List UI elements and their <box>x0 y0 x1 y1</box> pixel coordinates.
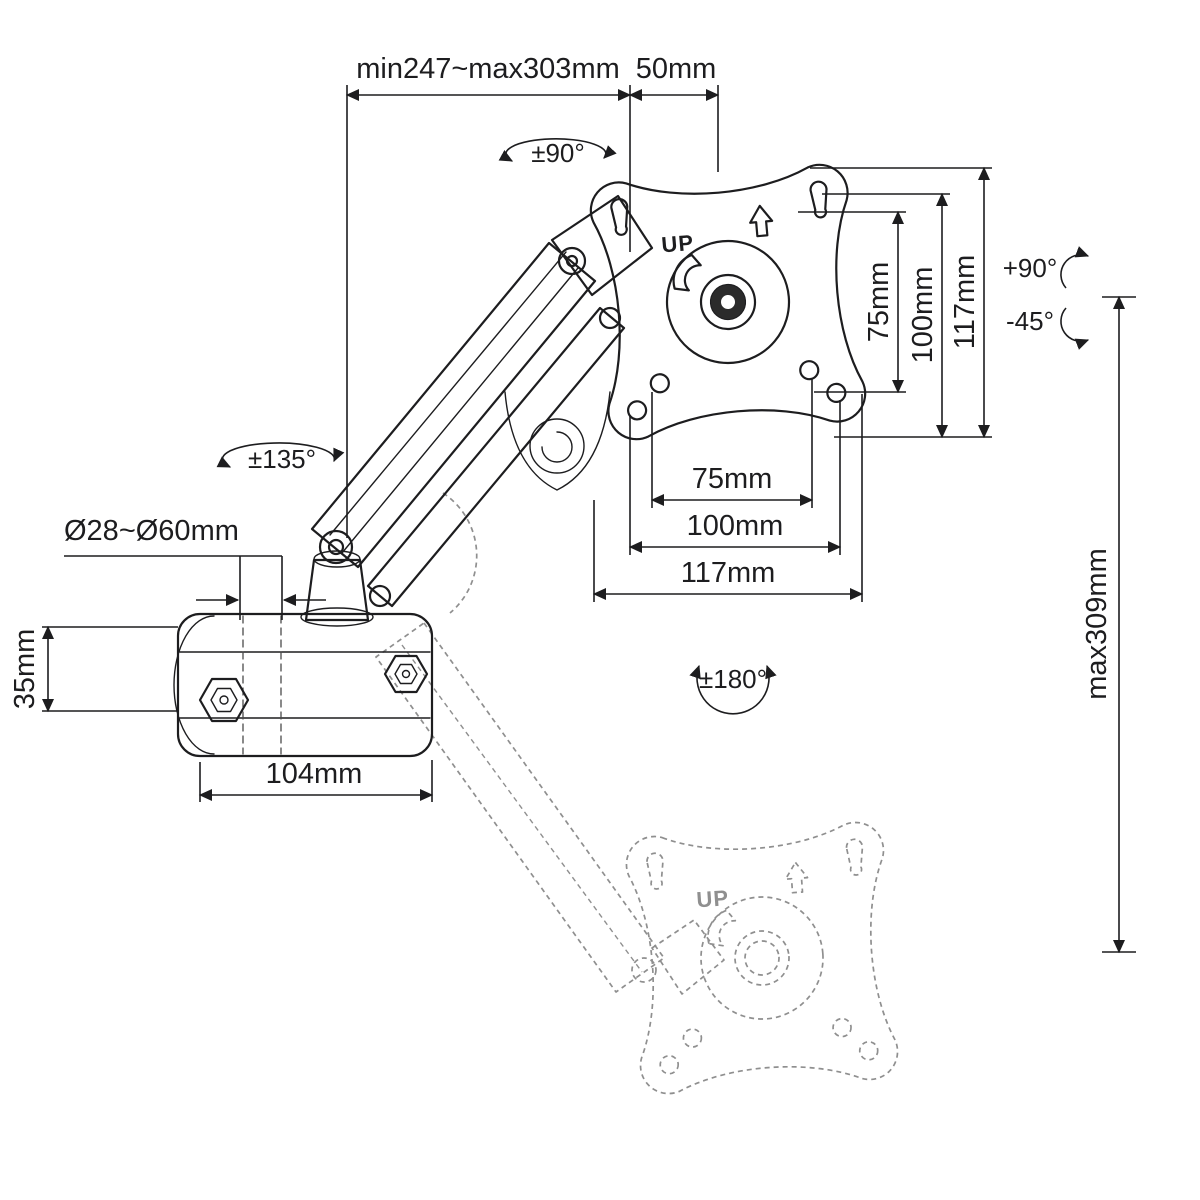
tension-hook-icon <box>541 431 573 463</box>
plate-pivot-arrow <box>498 138 617 162</box>
arm-inner-line-1 <box>329 251 567 536</box>
dim-vesa-v100-label: 100mm <box>907 267 939 364</box>
dim-plate-v117-label: 117mm <box>949 255 981 350</box>
clamp-bolt-right <box>383 654 429 694</box>
ghost-arm-inner-line <box>401 644 643 973</box>
clamp-left-cap <box>173 615 215 755</box>
clamp-top-collar <box>300 607 374 627</box>
pivot-post-cap <box>313 550 361 568</box>
pivot-post <box>304 558 370 622</box>
ghost-plate-bracket <box>651 919 725 995</box>
angle-plate-pivot-label: ±90° <box>531 138 585 168</box>
angle-arm-swivel-label: ±135° <box>248 444 316 474</box>
tilt-down-arrow <box>1060 307 1090 350</box>
clamp-bolt-right-inner <box>394 663 418 685</box>
clamp-body <box>176 612 434 758</box>
plate-up-label: UP <box>660 230 695 258</box>
angle-annotations: ±90° ±135° +90° -45° ±180° <box>216 138 1090 715</box>
plate-bracket <box>550 194 654 297</box>
dim-bottom-horizontal: 75mm 100mm 117mm <box>592 378 864 602</box>
clamp-bolt-left-inner <box>210 687 238 713</box>
tension-adjust-port <box>529 418 585 474</box>
ghost-vesa-plate: UP <box>625 821 900 1096</box>
ghost-up-arrow-icon <box>783 860 810 894</box>
dim-clamp-length-label: 104mm <box>266 758 363 790</box>
tilt-up-arrow <box>1060 246 1090 289</box>
dim-left: Ø28~Ø60mm 35mm 104mm <box>9 515 434 802</box>
dim-vesa-h75-label: 75mm <box>692 463 773 495</box>
vesa-plate: UP <box>589 163 868 442</box>
dim-plate-offset-label: 50mm <box>636 53 717 85</box>
arm-swivel-arrow <box>216 442 345 468</box>
arm-body <box>310 241 597 569</box>
ghost-up-label: UP <box>696 885 730 912</box>
dim-clamp-height-label: 35mm <box>9 629 41 710</box>
plate-up-arrow-icon <box>747 203 775 238</box>
arm-inner-line-2 <box>341 267 579 554</box>
angle-plate-rotation-label: ±180° <box>699 664 767 694</box>
ghost-vesa-plate-shape <box>625 821 900 1096</box>
clamp-bolt-left-pin <box>219 695 229 705</box>
upper-joint-pin <box>565 254 579 268</box>
dim-plate-h117-label: 117mm <box>681 557 776 589</box>
hub-bolt-center <box>721 295 735 309</box>
arm-pivot-pin <box>327 538 345 556</box>
dim-max-height-label: max309mm <box>1081 548 1113 700</box>
plate-rotation-arrow <box>689 664 777 715</box>
dim-max-height: max309mm <box>1081 295 1136 954</box>
pole-clamp <box>173 529 434 758</box>
ghost-arm-joint <box>631 957 657 983</box>
mount-arm <box>310 194 654 608</box>
angle-tilt-down-label: -45° <box>1006 306 1054 336</box>
arm-lower-link <box>366 306 626 608</box>
ghost-pivot-arc <box>442 492 478 614</box>
ghost-arm-lowered <box>375 492 725 995</box>
link-joint-top <box>598 306 622 330</box>
dim-right-vertical: 75mm 100mm 117mm <box>798 166 992 439</box>
dim-top: min247~max303mm 50mm <box>345 53 720 538</box>
dim-arm-extension-label: min247~max303mm <box>356 53 620 85</box>
upper-joint <box>557 246 587 276</box>
arm-pivot <box>318 529 354 565</box>
clamp-bolt-left <box>198 677 250 723</box>
dim-vesa-v75-label: 75mm <box>863 262 895 343</box>
angle-tilt-up-label: +90° <box>1003 253 1058 283</box>
dim-vesa-h100-label: 100mm <box>687 510 784 542</box>
dim-pole-diameter-label: Ø28~Ø60mm <box>64 515 239 547</box>
clamp-bolt-right-pin <box>401 669 411 679</box>
ghost-arm-body <box>375 622 665 993</box>
link-joint-bottom <box>368 584 392 608</box>
tilt-joint-cover <box>504 391 611 491</box>
